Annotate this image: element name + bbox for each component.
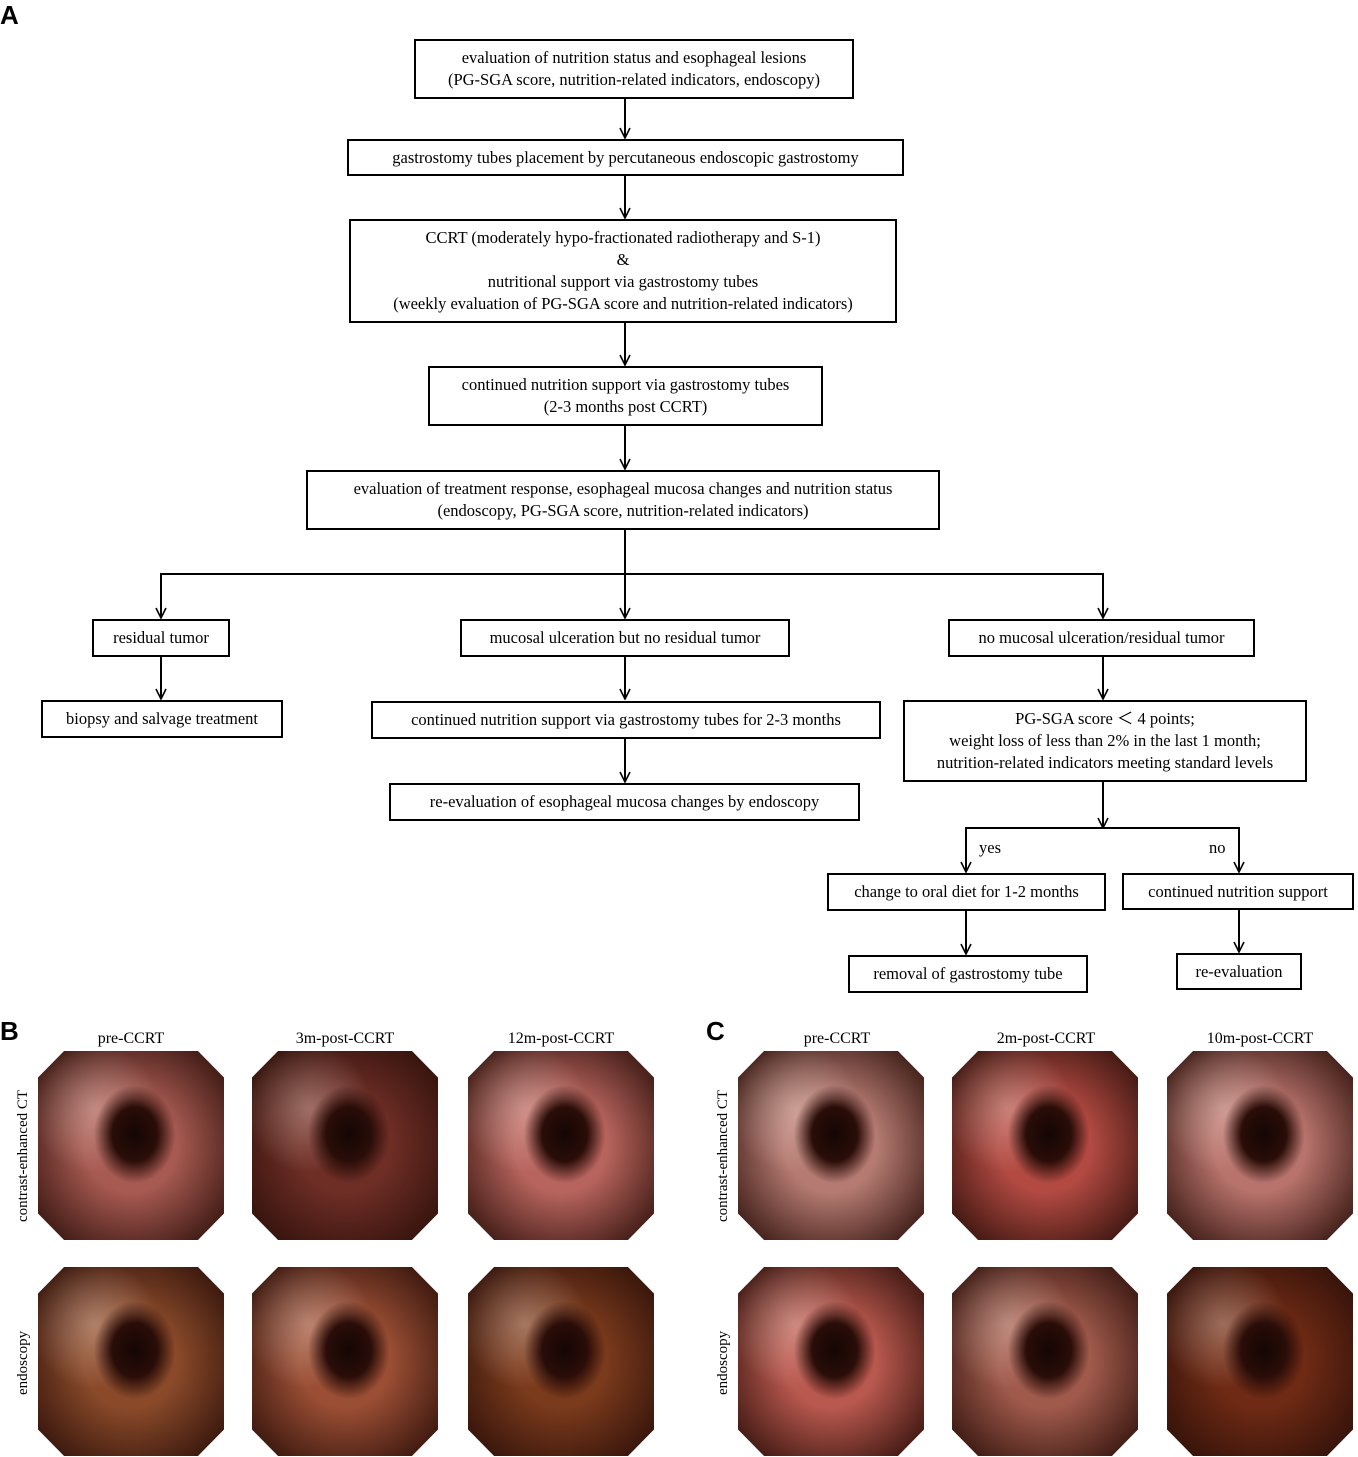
node-text: removal of gastrostomy tube <box>873 964 1063 983</box>
node-text: mucosal ulceration but no residual tumor <box>489 628 761 647</box>
node-text: evaluation of nutrition status and esoph… <box>461 48 807 67</box>
node-text: (weekly evaluation of PG-SGA score and n… <box>393 294 853 313</box>
node-oral-diet: change to oral diet for 1-2 months <box>827 873 1106 911</box>
node-text: nutritional support via gastrostomy tube… <box>487 272 759 291</box>
node-text: CCRT (moderately hypo-fractionated radio… <box>425 228 821 247</box>
node-text: nutrition-related indicators meeting sta… <box>936 753 1274 772</box>
panel-c-column-title: 2m-post-CCRT <box>996 1030 1096 1047</box>
node-re-evaluation: re-evaluation <box>1176 953 1302 990</box>
node-text: biopsy and salvage treatment <box>66 709 258 728</box>
node-text: continued nutrition support via gastrost… <box>461 375 790 394</box>
node-text: gastrostomy tubes placement by percutane… <box>392 147 859 167</box>
panel-b-row-label: endoscopy <box>15 1330 31 1395</box>
node-re-evaluation-endoscopy: re-evaluation of esophageal mucosa chang… <box>389 783 860 821</box>
node-initial-evaluation: evaluation of nutrition status and esoph… <box>414 39 854 99</box>
panel-label-a: A <box>0 0 19 30</box>
node-text: residual tumor <box>113 628 209 647</box>
node-text: evaluation of treatment response, esopha… <box>353 479 893 498</box>
gastroscopy-image <box>738 1267 924 1456</box>
endoscopy-image <box>952 1051 1138 1240</box>
endoscopy-image <box>468 1051 654 1240</box>
branch-label-yes: yes <box>979 838 1001 857</box>
node-text: continued nutrition support <box>1148 881 1328 901</box>
endoscopy-image <box>1167 1051 1353 1240</box>
node-removal-gastrostomy-tube: removal of gastrostomy tube <box>848 955 1088 993</box>
node-text: (2-3 months post CCRT) <box>543 397 708 416</box>
panel-c-row-label: contrast-enhanced CT <box>715 1089 731 1222</box>
node-text: (PG-SGA score, nutrition-related indicat… <box>447 70 821 89</box>
branch-label-no: no <box>1209 838 1226 857</box>
node-text: change to oral diet for 1-2 months <box>854 882 1079 901</box>
node-text: (endoscopy, PG-SGA score, nutrition-rela… <box>437 501 809 520</box>
node-mucosal-ulceration: mucosal ulceration but no residual tumor <box>460 619 790 657</box>
gastroscopy-image <box>952 1267 1138 1456</box>
node-continued-nutrition: continued nutrition support via gastrost… <box>428 366 823 426</box>
panel-label-c: C <box>706 1016 725 1046</box>
endoscopy-image <box>252 1051 438 1240</box>
node-text: re-evaluation <box>1195 961 1283 981</box>
node-residual-tumor: residual tumor <box>92 619 230 657</box>
node-pg-sga-criteria: PG-SGA score ＜ 4 points; weight loss of … <box>903 700 1307 782</box>
panel-b-column-title: pre-CCRT <box>97 1030 165 1047</box>
node-text: weight loss of less than 2% in the last … <box>949 731 1261 750</box>
node-ccrt-nutrition: CCRT (moderately hypo-fractionated radio… <box>349 219 897 323</box>
node-no-ulceration: no mucosal ulceration/residual tumor <box>948 619 1255 657</box>
flowchart-connectors <box>0 98 1358 1010</box>
panel-c-row-label: endoscopy <box>715 1330 731 1395</box>
panel-b-row-label: contrast-enhanced CT <box>15 1089 31 1222</box>
node-biopsy-salvage: biopsy and salvage treatment <box>41 700 283 738</box>
panel-b-column-title: 3m-post-CCRT <box>295 1030 395 1047</box>
node-text: & <box>616 250 630 269</box>
node-treatment-response-evaluation: evaluation of treatment response, esopha… <box>306 470 940 530</box>
endoscopy-image <box>38 1051 224 1240</box>
node-continued-nutrition-2-3-months: continued nutrition support via gastrost… <box>371 701 881 739</box>
node-text: continued nutrition support via gastrost… <box>411 710 841 729</box>
node-gastrostomy-placement: gastrostomy tubes placement by percutane… <box>347 139 904 176</box>
node-text: re-evaluation of esophageal mucosa chang… <box>429 792 820 811</box>
node-text: no mucosal ulceration/residual tumor <box>978 628 1225 647</box>
panel-c-column-title: 10m-post-CCRT <box>1206 1030 1314 1047</box>
panel-label-b: B <box>0 1016 19 1046</box>
gastroscopy-image <box>38 1267 224 1456</box>
endoscopy-image <box>738 1051 924 1240</box>
gastroscopy-image <box>252 1267 438 1456</box>
gastroscopy-image <box>468 1267 654 1456</box>
gastroscopy-image <box>1167 1267 1353 1456</box>
panel-c-column-title: pre-CCRT <box>803 1030 871 1047</box>
panel-b-column-title: 12m-post-CCRT <box>507 1030 615 1047</box>
node-text: PG-SGA score ＜ 4 points; <box>1015 709 1195 728</box>
node-continued-nutrition-support: continued nutrition support <box>1122 873 1354 910</box>
